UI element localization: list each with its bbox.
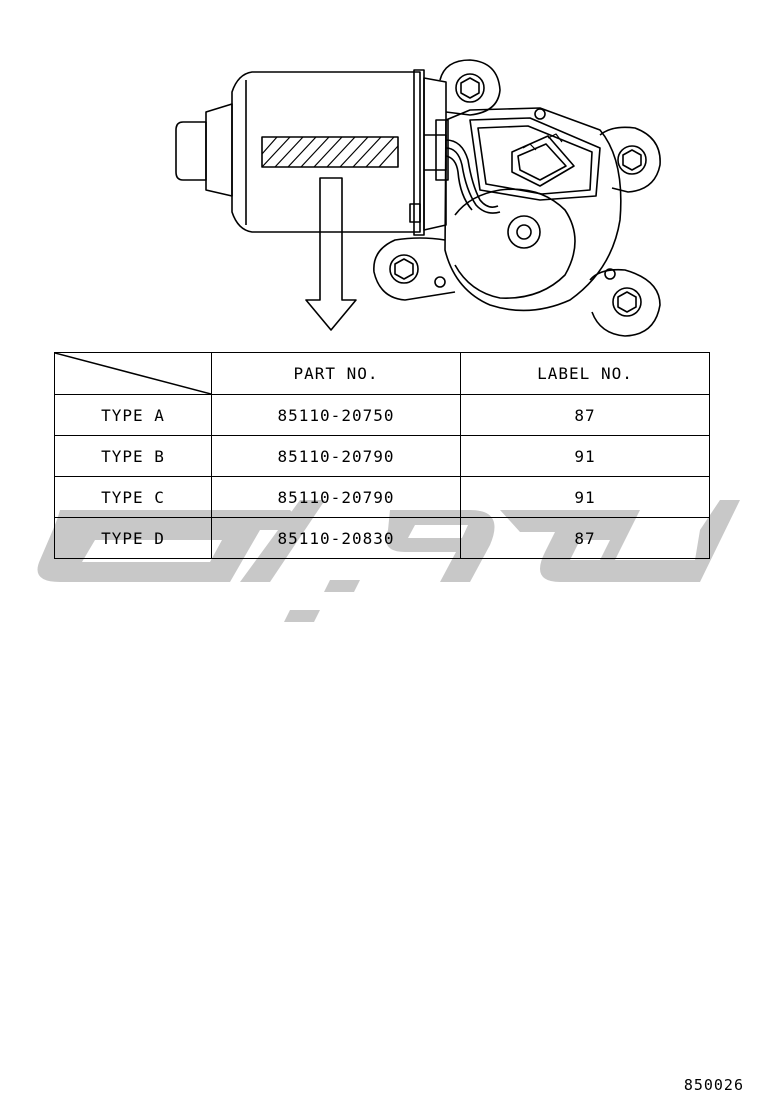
parts-table: PART NO. LABEL NO. TYPE A 85110-20750 87… [54, 352, 710, 559]
row-label-no: 91 [460, 476, 710, 518]
header-part-no: PART NO. [211, 352, 461, 395]
motor-shaft [175, 121, 207, 181]
row-label-no: 87 [460, 517, 710, 559]
row-label-no: 87 [460, 394, 710, 436]
table-row: TYPE D 85110-20830 87 [54, 517, 710, 559]
table-corner-cell [54, 352, 212, 395]
bolt-bottom-right [612, 287, 642, 317]
table-row: TYPE B 85110-20790 91 [54, 435, 710, 477]
down-arrow [305, 177, 357, 331]
bolt-top [455, 73, 485, 103]
row-type: TYPE C [54, 476, 212, 518]
table-row: TYPE C 85110-20790 91 [54, 476, 710, 518]
connector [469, 117, 601, 201]
row-type: TYPE D [54, 517, 212, 559]
table-row: TYPE A 85110-20750 87 [54, 394, 710, 436]
row-part-no: 85110-20830 [211, 517, 461, 559]
bolt-right [617, 145, 647, 175]
row-type: TYPE A [54, 394, 212, 436]
row-part-no: 85110-20790 [211, 476, 461, 518]
gear-housing [444, 107, 622, 312]
motor-body [231, 71, 421, 233]
row-part-no: 85110-20750 [211, 394, 461, 436]
header-label-no: LABEL NO. [460, 352, 710, 395]
corner-diagonal [55, 353, 211, 394]
row-part-no: 85110-20790 [211, 435, 461, 477]
label-area [261, 136, 399, 168]
wiper-motor-illustration [175, 59, 661, 337]
table-header-row: PART NO. LABEL NO. [54, 352, 710, 395]
row-type: TYPE B [54, 435, 212, 477]
row-label-no: 91 [460, 435, 710, 477]
output-shaft [507, 215, 541, 249]
drawing-number: 850026 [683, 1076, 744, 1094]
bolt-left [389, 254, 419, 284]
